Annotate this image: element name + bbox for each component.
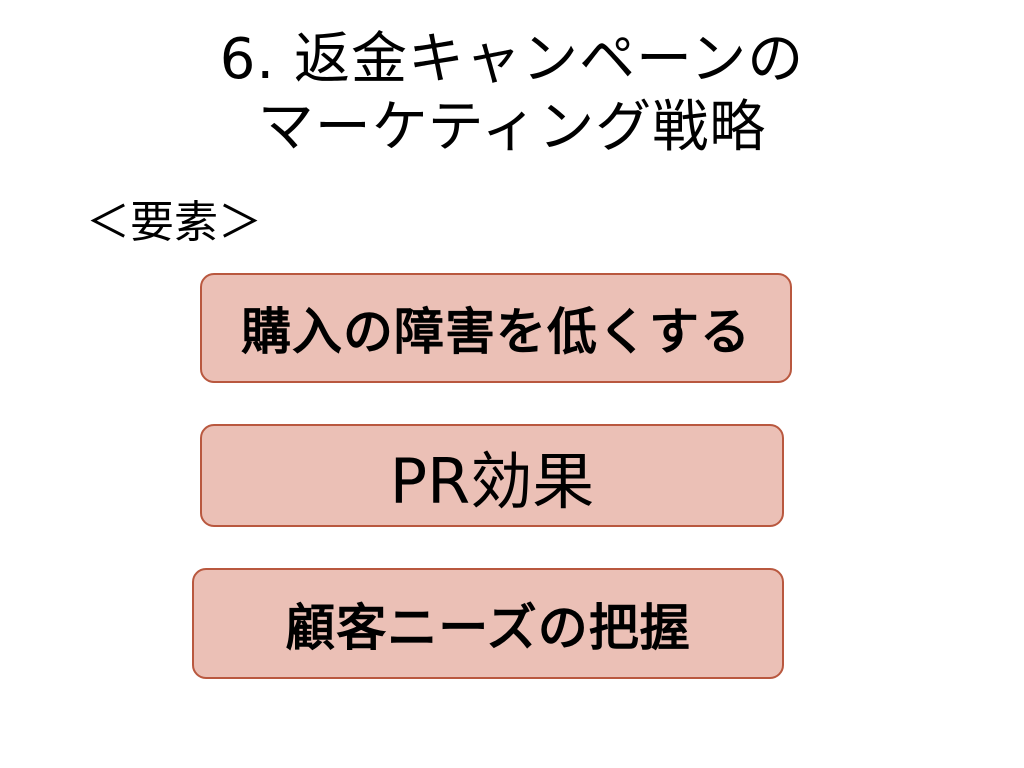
slide-title: 6. 返金キャンペーンの マーケティング戦略 [0,26,1024,162]
slide-title-line-2: マーケティング戦略 [257,95,767,160]
element-box-label: 購入の障害を低くする [241,303,751,361]
element-box-pr-effect: PR効果 [200,424,784,527]
element-box-customer-needs: 顧客ニーズの把握 [192,568,784,679]
element-box-label: 顧客ニーズの把握 [285,598,691,657]
element-box-purchase-barrier: 購入の障害を低くする [200,273,792,383]
slide-title-line-1: 6. 返金キャンペーンの [219,27,805,92]
elements-subheading: ＜要素＞ [86,197,262,248]
element-box-label: PR効果 [389,444,595,518]
